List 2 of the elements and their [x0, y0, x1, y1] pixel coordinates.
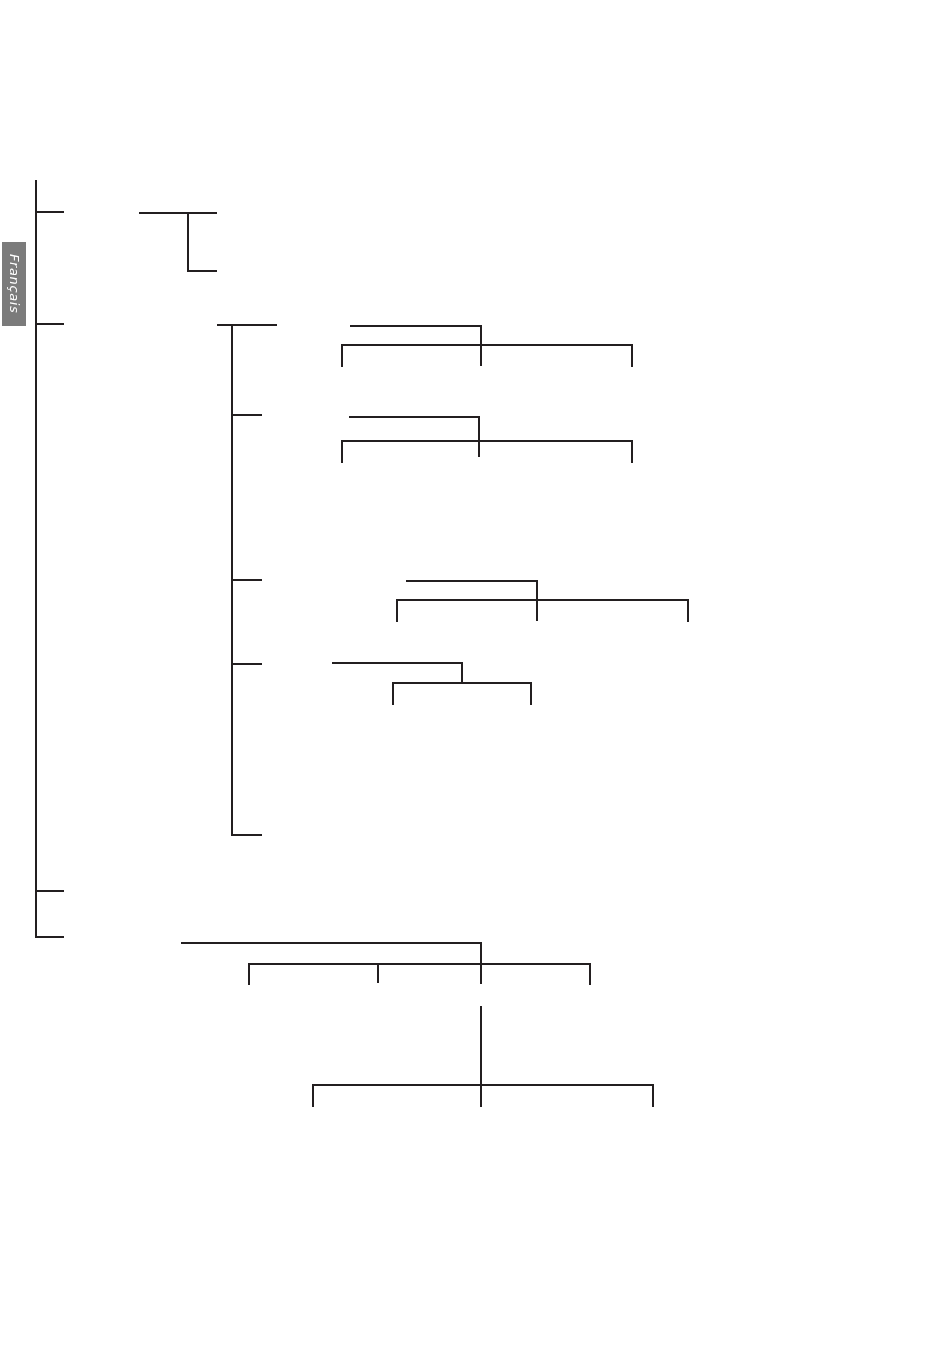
tab-label: Français [7, 254, 21, 314]
language-tab [2, 242, 26, 326]
